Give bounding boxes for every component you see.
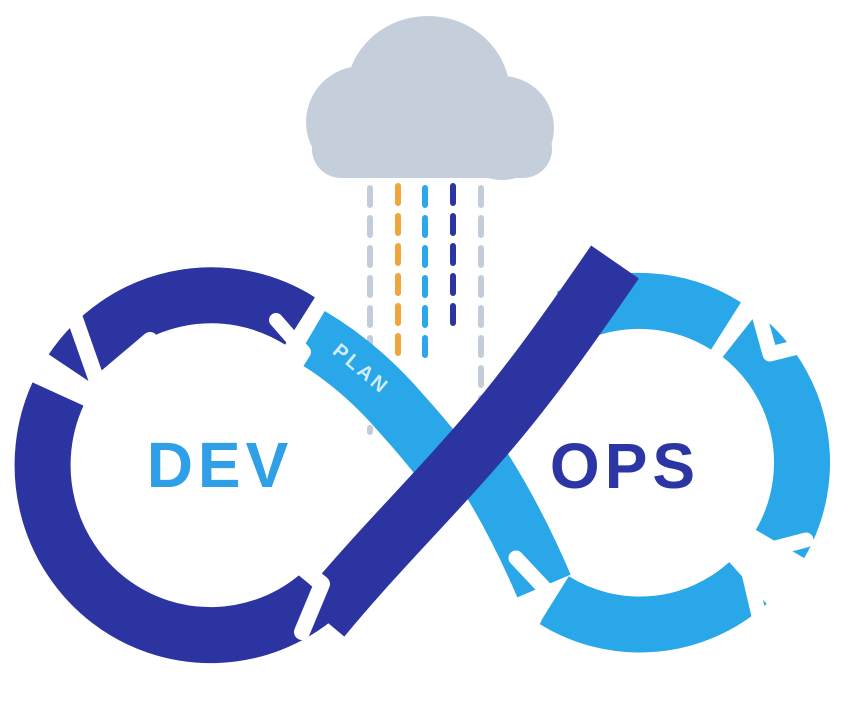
break-gap-dev-upper-left: [64, 302, 158, 392]
dev-loop-main-arc: [14, 382, 338, 664]
ops-loop-bottom-arc: [539, 561, 767, 653]
dev-loop: [14, 267, 338, 664]
cloud-base: [312, 120, 552, 178]
break-gap-plan-tail: [269, 313, 311, 397]
cloud-icon: [306, 16, 554, 180]
ops-loop-right-arc: [722, 312, 831, 559]
rain-lines: [367, 183, 484, 435]
dev-loop-top-arc: [48, 267, 315, 387]
dev-crossover-band: [299, 245, 639, 637]
arrow-break-gaps: [64, 274, 818, 644]
ops-label: OPS: [550, 430, 700, 502]
break-gap-ops-lower-right: [737, 532, 814, 628]
break-gap-ops-top: [742, 274, 818, 362]
break-gap-ops-lower-left: [508, 550, 555, 644]
dev-label: DEV: [147, 429, 294, 501]
plan-band: [294, 311, 466, 480]
break-gap-dev-bottom: [270, 540, 330, 640]
